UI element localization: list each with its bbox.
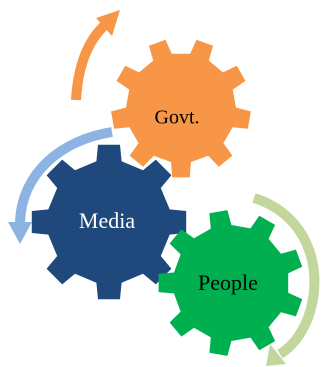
media-gear-shape xyxy=(31,144,187,300)
media-arrow-head xyxy=(8,222,32,244)
media-arrow-body xyxy=(15,127,113,223)
govt-gear-label: Govt. xyxy=(155,107,200,129)
govt-cycle-arrow xyxy=(71,10,120,101)
people-gear: People xyxy=(158,210,303,356)
people-gear-label: People xyxy=(198,270,258,295)
govt-arrow-body xyxy=(71,20,110,101)
govt-arrow-head xyxy=(96,10,120,36)
media-gear: Media xyxy=(31,144,187,300)
govt-gear: Govt. xyxy=(111,39,251,178)
people-gear-shape xyxy=(158,210,303,356)
people-cycle-arrow xyxy=(252,193,320,366)
media-gear-label: Media xyxy=(79,208,135,233)
people-arrow-head xyxy=(266,344,286,366)
people-arrow-body xyxy=(252,193,320,359)
govt-gear-shape xyxy=(111,39,251,178)
media-cycle-arrow xyxy=(8,127,113,244)
